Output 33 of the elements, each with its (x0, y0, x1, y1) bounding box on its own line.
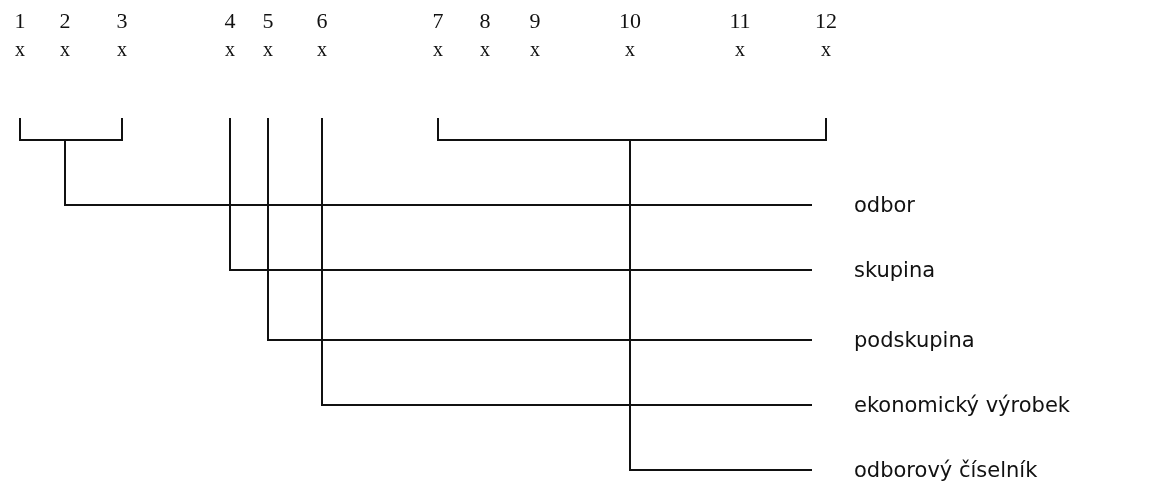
placeholder-letter: x (263, 37, 273, 62)
position-number: 3 (116, 8, 128, 34)
placeholder-letter: x (821, 37, 831, 62)
position-number: 1 (14, 8, 26, 34)
position-number: 2 (59, 8, 71, 34)
position-number: 7 (432, 8, 444, 34)
placeholder-letter: x (625, 37, 635, 62)
level-label: odborový číselník (854, 458, 1038, 482)
level-label: ekonomický výrobek (854, 393, 1070, 417)
position-number: 4 (224, 8, 236, 34)
position-number: 5 (262, 8, 274, 34)
leader-line (267, 117, 813, 341)
leader-line (629, 117, 827, 471)
placeholder-letter: x (735, 37, 745, 62)
level-label: podskupina (854, 328, 975, 352)
position-number: 12 (815, 8, 837, 34)
placeholder-letter: x (225, 37, 235, 62)
placeholder-letter: x (15, 37, 25, 62)
placeholder-letter: x (117, 37, 127, 62)
position-number: 11 (729, 8, 751, 34)
position-number: 8 (479, 8, 491, 34)
placeholder-letter: x (480, 37, 490, 62)
placeholder-letter: x (433, 37, 443, 62)
level-label: skupina (854, 258, 936, 282)
placeholder-letter: x (317, 37, 327, 62)
position-number: 6 (316, 8, 328, 34)
position-number: 10 (619, 8, 641, 34)
leader-line (229, 117, 813, 271)
level-label: odbor (854, 193, 915, 217)
leader-line (321, 117, 813, 406)
position-number: 9 (529, 8, 541, 34)
placeholder-letter: x (530, 37, 540, 62)
placeholder-letter: x (60, 37, 70, 62)
